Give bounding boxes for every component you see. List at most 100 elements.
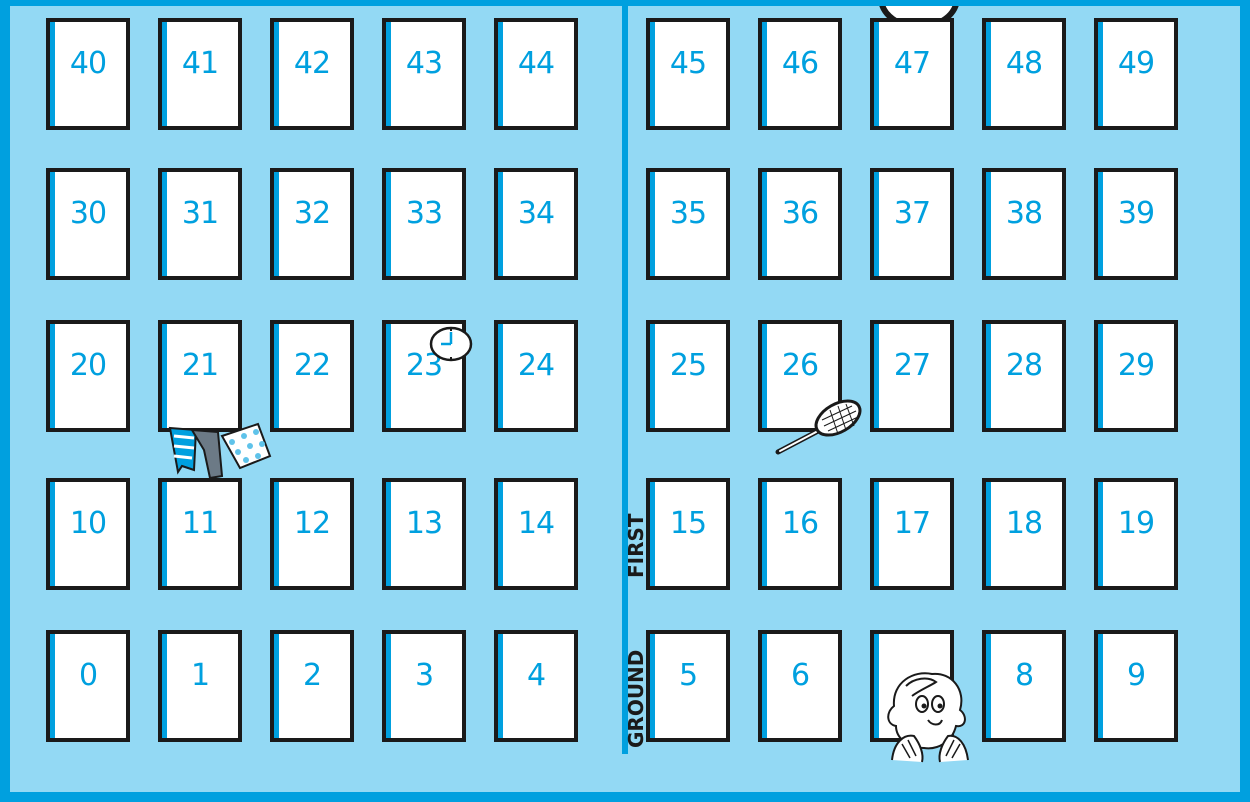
window-number: 2 [274, 658, 350, 693]
window-number: 38 [986, 196, 1062, 231]
window-number: 31 [162, 196, 238, 231]
window-right-0-2: 47 [870, 18, 954, 130]
window-number: 47 [874, 46, 950, 81]
window-right-2-0: 25 [646, 320, 730, 432]
window-number: 41 [162, 46, 238, 81]
child-face-icon [884, 664, 974, 764]
window-number: 39 [1098, 196, 1174, 231]
window-number: 45 [650, 46, 726, 81]
window-number: 12 [274, 506, 350, 541]
window-number: 13 [386, 506, 462, 541]
window-left-1-1: 31 [158, 168, 242, 280]
window-number: 49 [1098, 46, 1174, 81]
window-number: 11 [162, 506, 238, 541]
window-number: 18 [986, 506, 1062, 541]
window-number: 22 [274, 348, 350, 383]
window-number: 36 [762, 196, 838, 231]
window-right-0-3: 48 [982, 18, 1066, 130]
window-number: 46 [762, 46, 838, 81]
window-left-4-4: 4 [494, 630, 578, 742]
window-right-2-2: 27 [870, 320, 954, 432]
window-number: 1 [162, 658, 238, 693]
window-left-1-2: 32 [270, 168, 354, 280]
window-left-0-4: 44 [494, 18, 578, 130]
window-right-1-0: 35 [646, 168, 730, 280]
window-number: 34 [498, 196, 574, 231]
window-right-2-4: 29 [1094, 320, 1178, 432]
window-number: 26 [762, 348, 838, 383]
window-left-4-3: 3 [382, 630, 466, 742]
window-right-1-2: 37 [870, 168, 954, 280]
window-number: 33 [386, 196, 462, 231]
window-left-1-4: 34 [494, 168, 578, 280]
window-number: 48 [986, 46, 1062, 81]
window-right-0-0: 45 [646, 18, 730, 130]
floor-label-first: FIRST [624, 513, 648, 578]
window-left-1-3: 33 [382, 168, 466, 280]
laundry-icon [166, 416, 278, 482]
building-divider [622, 6, 628, 754]
window-number: 44 [498, 46, 574, 81]
window-left-1-0: 30 [46, 168, 130, 280]
window-left-4-0: 0 [46, 630, 130, 742]
window-left-3-3: 13 [382, 478, 466, 590]
window-right-2-3: 28 [982, 320, 1066, 432]
window-number: 17 [874, 506, 950, 541]
window-left-3-0: 10 [46, 478, 130, 590]
window-number: 5 [650, 658, 726, 693]
window-number: 6 [762, 658, 838, 693]
window-number: 14 [498, 506, 574, 541]
window-number: 24 [498, 348, 574, 383]
window-right-4-1: 6 [758, 630, 842, 742]
window-left-2-4: 24 [494, 320, 578, 432]
tennis-racket-icon [772, 396, 868, 458]
window-right-4-3: 8 [982, 630, 1066, 742]
window-number: 27 [874, 348, 950, 383]
window-left-0-0: 40 [46, 18, 130, 130]
window-number: 10 [50, 506, 126, 541]
window-right-3-0: 15 [646, 478, 730, 590]
window-left-4-2: 2 [270, 630, 354, 742]
window-right-3-3: 18 [982, 478, 1066, 590]
window-number: 16 [762, 506, 838, 541]
window-left-0-2: 42 [270, 18, 354, 130]
window-right-3-2: 17 [870, 478, 954, 590]
window-left-0-3: 43 [382, 18, 466, 130]
window-number: 25 [650, 348, 726, 383]
window-right-3-4: 19 [1094, 478, 1178, 590]
window-number: 3 [386, 658, 462, 693]
window-number: 35 [650, 196, 726, 231]
window-number: 37 [874, 196, 950, 231]
window-right-1-3: 38 [982, 168, 1066, 280]
window-left-3-4: 14 [494, 478, 578, 590]
window-left-3-2: 12 [270, 478, 354, 590]
window-right-3-1: 16 [758, 478, 842, 590]
window-number: 29 [1098, 348, 1174, 383]
window-number: 42 [274, 46, 350, 81]
window-right-4-0: 5 [646, 630, 730, 742]
window-number: 9 [1098, 658, 1174, 693]
window-number: 15 [650, 506, 726, 541]
window-number: 40 [50, 46, 126, 81]
window-right-0-4: 49 [1094, 18, 1178, 130]
window-left-3-1: 11 [158, 478, 242, 590]
window-left-2-0: 20 [46, 320, 130, 432]
floor-label-ground: GROUND [624, 650, 648, 748]
window-right-1-1: 36 [758, 168, 842, 280]
window-left-4-1: 1 [158, 630, 242, 742]
window-number: 8 [986, 658, 1062, 693]
window-number: 0 [50, 658, 126, 693]
window-number: 28 [986, 348, 1062, 383]
window-right-1-4: 39 [1094, 168, 1178, 280]
window-number: 32 [274, 196, 350, 231]
clock-icon [428, 324, 474, 364]
window-number: 30 [50, 196, 126, 231]
window-number: 4 [498, 658, 574, 693]
window-left-0-1: 41 [158, 18, 242, 130]
window-right-0-1: 46 [758, 18, 842, 130]
window-number: 19 [1098, 506, 1174, 541]
window-number: 43 [386, 46, 462, 81]
window-number: 20 [50, 348, 126, 383]
window-left-2-2: 22 [270, 320, 354, 432]
